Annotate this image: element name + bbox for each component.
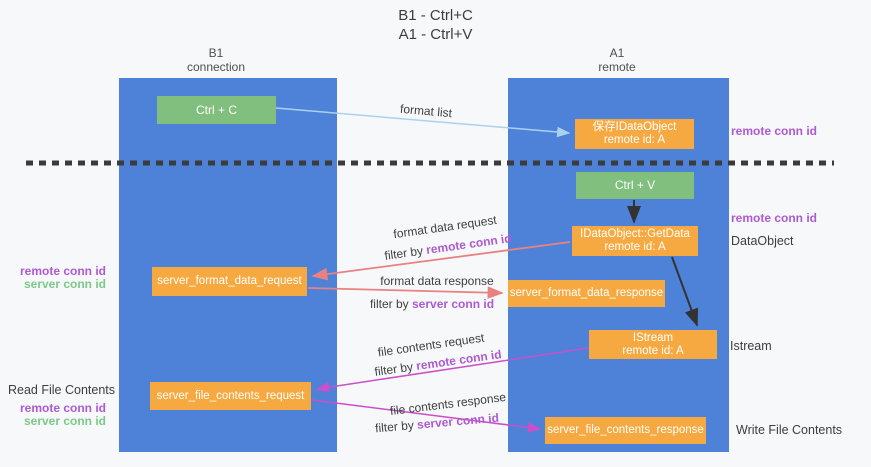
lane-b1-role: connection [186,60,246,74]
format-request-label: server_format_data_request [157,275,302,287]
save-idataobject-line2: remote id: A [603,134,666,146]
filter-by-text: filter by [373,359,414,379]
getdata-line1: IDataObject::GetData [580,228,690,240]
format-data-response-arrow [307,286,504,299]
server-file-contents-request-box: server_file_contents_request [150,382,311,410]
istream-box: IStream remote id: A [589,330,717,359]
save-idataobject-line1: 保存IDataObject [592,121,677,133]
file-request-label: server_file_contents_request [156,389,305,402]
lane-header-b1: B1 connection [146,46,286,74]
right-istream-label: Istream [730,339,772,353]
server-file-contents-response-box: server_file_contents_response [545,417,706,444]
right-dataobject-label: DataObject [731,234,794,248]
right-write-file-contents-label: Write File Contents [736,423,843,437]
filter-by-text: filter by [383,243,424,263]
ctrl-c-box: Ctrl + C [157,96,276,124]
ctrl-c-label: Ctrl + C [195,102,237,117]
left-read-file-contents-label: Read File Contents [8,383,116,397]
lane-header-a1: A1 remote [547,46,687,74]
getdata-line2: remote id: A [604,241,666,253]
lane-a1-name: A1 [609,46,625,60]
title-line-a1: A1 - Ctrl+V [398,26,473,43]
left-server-conn-id-bottom: server conn id [23,414,106,428]
ctrl-v-box: Ctrl + V [576,172,694,199]
idataobject-getdata-box: IDataObject::GetData remote id: A [572,226,698,256]
server-conn-id-highlight: server conn id [412,297,495,311]
filter-by-text: filter by [369,297,409,311]
format-data-response-label: format data response [380,274,494,288]
title-line-b1: B1 - Ctrl+C [398,7,473,24]
left-conn-id-pair-mid: remote conn id server conn id [6,265,106,291]
left-remote-conn-id-mid: remote conn id [19,264,106,278]
format-data-response-filter-label: filter by server conn id [370,297,494,311]
diagram-title: B1 - Ctrl+C A1 - Ctrl+V [0,6,871,44]
left-conn-id-pair-bottom: remote conn id server conn id [6,402,106,428]
lane-a1-role: remote [598,60,636,74]
lane-b1-name: B1 [208,46,224,60]
ctrl-v-label: Ctrl + V [614,178,656,192]
server-conn-id-highlight: server conn id [416,410,500,432]
server-format-data-response-box: server_format_data_response [508,280,665,307]
format-list-label: format list [399,101,453,121]
left-remote-conn-id-bottom: remote conn id [19,401,106,415]
right-remote-conn-id-top: remote conn id [731,124,818,138]
format-response-label: server_format_data_response [509,287,664,299]
left-server-conn-id-mid: server conn id [23,277,106,291]
istream-line1: IStream [632,331,674,344]
save-idataobject-box: 保存IDataObject remote id: A [575,119,694,149]
file-response-label: server_file_contents_response [547,424,704,436]
filter-by-text: filter by [374,418,415,436]
remote-conn-id-highlight: remote conn id [425,231,513,257]
right-remote-conn-id-mid: remote conn id [731,211,818,225]
server-format-data-request-box: server_format_data_request [152,267,307,296]
istream-line2: remote id: A [622,344,684,357]
